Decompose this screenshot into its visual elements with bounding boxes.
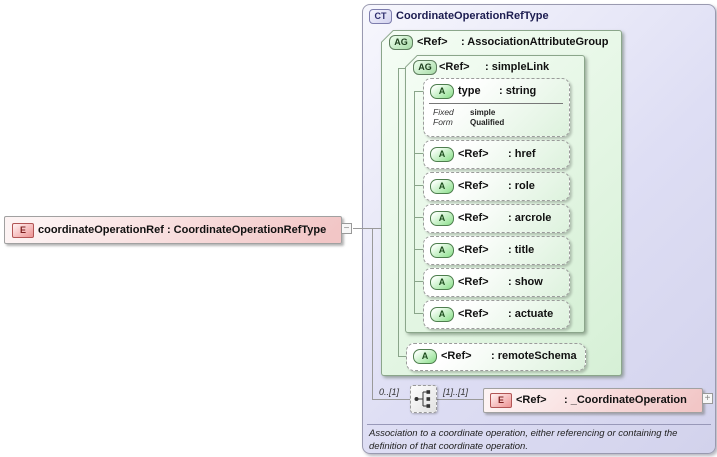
attribute-name: : title: [508, 244, 535, 256]
connector-stub: [398, 356, 406, 357]
sequence-glyph: [414, 390, 431, 408]
attribute-ref: <Ref>: [458, 244, 489, 256]
group-ref-label: <Ref>: [417, 36, 448, 48]
attribute-badge: A: [430, 243, 454, 258]
expand-toggle[interactable]: +: [702, 393, 713, 404]
element-badge: E: [490, 393, 512, 408]
occurrence-label-left: 0..[1]: [379, 387, 400, 397]
attribute-box-remoteschema[interactable]: A <Ref> : remoteSchema: [406, 343, 586, 371]
attribute-box-actuate[interactable]: A <Ref> : actuate: [423, 300, 570, 329]
attribute-ref: <Ref>: [441, 350, 472, 362]
attribute-badge: A: [430, 275, 454, 290]
attribute-name: : role: [508, 180, 535, 192]
element-badge: E: [12, 223, 34, 238]
connector-line: [372, 399, 410, 400]
root-element-box[interactable]: E coordinateOperationRef : CoordinateOpe…: [4, 216, 342, 244]
attribute-datatype: : string: [499, 85, 537, 97]
child-element-ref: <Ref>: [516, 394, 547, 406]
attribute-badge: A: [430, 307, 454, 322]
attribute-box-arcrole[interactable]: A <Ref> : arcrole: [423, 204, 570, 233]
child-element-box[interactable]: E <Ref> : _CoordinateOperation: [483, 388, 703, 413]
group-name-label: : AssociationAttributeGroup: [461, 36, 609, 48]
connector-stub: [414, 313, 423, 314]
attribute-badge: A: [430, 179, 454, 194]
facet-label: Fixed: [433, 107, 454, 117]
connector-line: [437, 399, 483, 400]
facet-value: Qualified: [470, 118, 505, 127]
child-element-name: : _CoordinateOperation: [564, 394, 687, 406]
root-element-label: coordinateOperationRef : CoordinateOpera…: [38, 224, 327, 236]
attribute-group-badge: AG: [413, 60, 437, 75]
group-ref-label: <Ref>: [439, 61, 470, 73]
attribute-ref: <Ref>: [458, 308, 489, 320]
attribute-box-show[interactable]: A <Ref> : show: [423, 268, 570, 297]
attribute-badge: A: [430, 147, 454, 162]
attribute-name: type: [458, 85, 481, 97]
group-name-label: : simpleLink: [485, 61, 550, 73]
connector-stub: [372, 228, 381, 229]
connector-trunk: [372, 228, 373, 400]
attribute-name: : href: [508, 148, 536, 160]
attribute-ref: <Ref>: [458, 276, 489, 288]
connector-stub: [414, 281, 423, 282]
annotation-divider: [367, 424, 711, 425]
attribute-ref: <Ref>: [458, 148, 489, 160]
attribute-box-type[interactable]: A type : string Fixed simple Form Qualif…: [423, 78, 570, 137]
occurrence-label-right: [1]..[1]: [443, 387, 469, 397]
attribute-name: : remoteSchema: [491, 350, 577, 362]
annotation-text: Association to a coordinate operation, e…: [369, 428, 678, 452]
collapse-toggle[interactable]: −: [341, 223, 352, 234]
complex-type-badge: CT: [369, 9, 392, 24]
complex-type-title: CoordinateOperationRefType: [396, 10, 549, 22]
attribute-name: : arcrole: [508, 212, 552, 224]
attribute-box-href[interactable]: A <Ref> : href: [423, 140, 570, 169]
facet-label: Form: [433, 117, 453, 127]
attribute-badge: A: [413, 349, 437, 364]
connector-stub: [414, 249, 423, 250]
facet-divider: [429, 103, 563, 104]
attribute-name: : show: [508, 276, 543, 288]
attribute-name: : actuate: [508, 308, 554, 320]
connector-stub: [414, 185, 423, 186]
sequence-icon[interactable]: [410, 385, 437, 413]
connector-stub: [398, 68, 406, 69]
group-connector-trunk: [398, 68, 399, 356]
attribute-box-title[interactable]: A <Ref> : title: [423, 236, 570, 265]
connector-stub: [414, 153, 423, 154]
attribute-ref: <Ref>: [458, 180, 489, 192]
connector-line: [353, 228, 372, 229]
connector-stub: [414, 217, 423, 218]
connector-stub: [414, 91, 423, 92]
attribute-badge: A: [430, 211, 454, 226]
attribute-box-role[interactable]: A <Ref> : role: [423, 172, 570, 201]
simplelink-connector-trunk: [414, 91, 415, 313]
attribute-group-badge: AG: [389, 35, 413, 50]
attribute-badge: A: [430, 84, 454, 99]
facet-value: simple: [470, 108, 496, 117]
attribute-ref: <Ref>: [458, 212, 489, 224]
